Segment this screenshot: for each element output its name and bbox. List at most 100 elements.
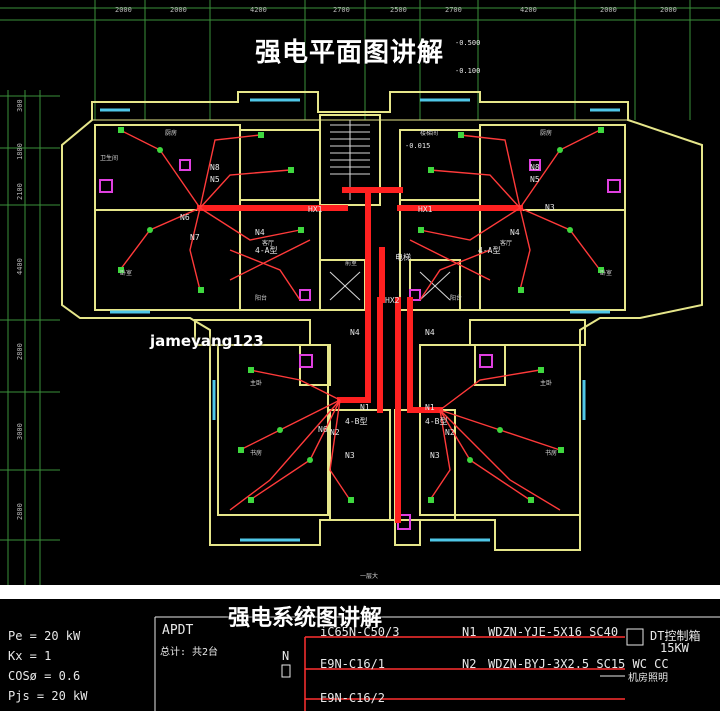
svg-text:N3: N3: [345, 451, 355, 460]
floor-plan: 2000 2000 4200 2700 2500 2700 4200 2000 …: [0, 0, 720, 585]
svg-text:-0.015: -0.015: [405, 142, 430, 150]
elevation-texts: -0.500 -0.100 -0.015: [405, 39, 480, 150]
svg-text:2700: 2700: [333, 6, 350, 14]
neutral-label: N: [282, 649, 290, 663]
grid-lines: [0, 0, 720, 585]
svg-text:客厅: 客厅: [500, 239, 512, 247]
svg-text:阳台: 阳台: [450, 294, 462, 302]
breaker-2: E9N-C16/1: [320, 657, 386, 671]
svg-text:N6: N6: [180, 213, 190, 222]
svg-text:N1: N1: [360, 403, 370, 412]
circuit-label-texts: N8 N5 N6 N7 N4 N8 N5 N3 N4 N4 N1 N2 N3 N…: [180, 163, 555, 460]
electrical-devices: [118, 127, 604, 503]
svg-text:书房: 书房: [545, 449, 557, 457]
svg-text:4-B型: 4-B型: [425, 417, 447, 426]
svg-text:N6: N6: [318, 425, 328, 434]
svg-text:1800: 1800: [16, 143, 24, 160]
main-feeders: [197, 187, 523, 523]
param-cos: COSø = 0.6: [8, 669, 81, 683]
system-title: 强电系统图讲解: [228, 606, 383, 631]
svg-text:N2: N2: [330, 428, 340, 437]
svg-text:N3: N3: [430, 451, 440, 460]
system-diagram: 强电系统图讲解 Pe = 20 kW Kx = 1 COSø = 0.6 Pjs…: [0, 599, 720, 711]
panel-name: APDT: [162, 623, 194, 638]
watermark-text: jameyang123: [150, 332, 264, 350]
param-pjs: Pjs = 20 kW: [8, 689, 88, 703]
svg-text:卫生间: 卫生间: [100, 154, 118, 162]
svg-text:主卧: 主卧: [250, 379, 262, 387]
svg-text:厨房: 厨房: [540, 129, 552, 137]
left-dimension-texts: 300 1800 2100 4400 2800 3000 2800: [16, 99, 24, 520]
svg-text:电梯: 电梯: [395, 252, 411, 262]
load-dt: DT控制箱: [650, 629, 701, 643]
separator: [0, 585, 720, 599]
cable-1: WDZN-YJE-5X16 SC40: [488, 625, 619, 639]
svg-text:2000: 2000: [170, 6, 187, 14]
svg-text:3000: 3000: [16, 423, 24, 440]
load-lighting: 机房照明: [628, 673, 668, 684]
svg-text:2000: 2000: [115, 6, 132, 14]
svg-text:4200: 4200: [250, 6, 267, 14]
panel-box: [154, 616, 720, 711]
svg-text:主卧: 主卧: [540, 379, 552, 387]
svg-text:N4: N4: [510, 228, 520, 237]
param-kx: Kx = 1: [8, 649, 52, 663]
load-symbols: [281, 628, 644, 678]
svg-text:书房: 书房: [250, 449, 262, 457]
svg-text:HX2: HX2: [385, 296, 400, 305]
svg-text:阳台: 阳台: [255, 294, 267, 302]
dimension-texts: 2000 2000 4200 2700 2500 2700 4200 2000 …: [115, 6, 677, 14]
windows: [100, 98, 620, 542]
svg-text:2500: 2500: [390, 6, 407, 14]
svg-text:N4: N4: [425, 328, 435, 337]
system-diagram-drawing: [154, 616, 720, 711]
system-wires: [304, 636, 625, 711]
svg-text:2100: 2100: [16, 183, 24, 200]
svg-text:HX1: HX1: [418, 205, 433, 214]
svg-text:N8: N8: [530, 163, 540, 172]
svg-text:4-A型: 4-A型: [255, 246, 277, 255]
svg-text:4-B型: 4-B型: [345, 417, 367, 426]
svg-text:N2: N2: [445, 428, 455, 437]
svg-text:N7: N7: [190, 233, 200, 242]
svg-text:厨房: 厨房: [165, 129, 177, 137]
svg-text:2000: 2000: [660, 6, 677, 14]
circuit-n2: N2: [462, 657, 477, 671]
load-power: 15KW: [660, 641, 689, 655]
circuit-n1: N1: [462, 625, 477, 639]
cable-2: WDZN-BYJ-3X2.5 SC15 WC CC: [488, 657, 669, 671]
svg-text:2700: 2700: [445, 6, 462, 14]
doors: [99, 159, 621, 530]
svg-text:N3: N3: [545, 203, 555, 212]
stair-lines: [329, 120, 451, 301]
svg-text:4400: 4400: [16, 258, 24, 275]
floor-plan-drawing: 2000 2000 4200 2700 2500 2700 4200 2000 …: [0, 0, 720, 585]
breaker-main: iC65N-C50/3: [320, 625, 400, 639]
svg-text:N5: N5: [210, 175, 220, 184]
svg-text:N8: N8: [210, 163, 220, 172]
plan-title: 强电平面图讲解: [255, 38, 445, 68]
panel-note: 总计: 共2台: [160, 647, 219, 658]
svg-text:4200: 4200: [520, 6, 537, 14]
svg-text:-0.100: -0.100: [455, 67, 480, 75]
svg-text:2000: 2000: [600, 6, 617, 14]
svg-text:4-A型: 4-A型: [478, 246, 500, 255]
svg-text:卧室: 卧室: [600, 269, 612, 277]
svg-text:HX1: HX1: [308, 205, 323, 214]
svg-text:楼梯间: 楼梯间: [420, 129, 438, 137]
room-label-texts: 卧室 卧室 厨房 厨房 客厅 客厅 阳台 阳台 卫生间 主卧 主卧 书房 书房 …: [100, 129, 612, 580]
svg-text:N4: N4: [255, 228, 265, 237]
svg-text:N1: N1: [425, 403, 435, 412]
svg-text:2800: 2800: [16, 503, 24, 520]
svg-text:N4: N4: [350, 328, 360, 337]
svg-text:卧室: 卧室: [120, 269, 132, 277]
svg-text:一层大: 一层大: [360, 572, 378, 580]
svg-text:300: 300: [16, 99, 24, 112]
svg-text:2800: 2800: [16, 343, 24, 360]
breaker-3: E9N-C16/2: [320, 691, 386, 705]
svg-text:前室: 前室: [345, 259, 357, 267]
svg-text:N5: N5: [530, 175, 540, 184]
svg-text:-0.500: -0.500: [455, 39, 480, 47]
svg-text:客厅: 客厅: [262, 239, 274, 247]
building-walls: [61, 91, 703, 551]
